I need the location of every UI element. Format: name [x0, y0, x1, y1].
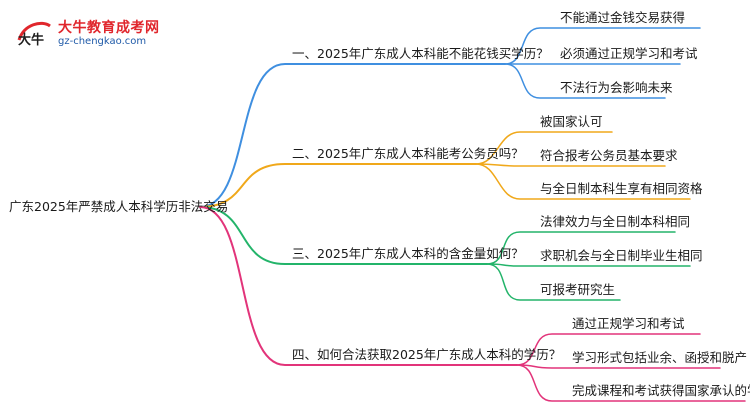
- leaf-4-1-connector: [516, 333, 701, 366]
- branch-3-label: 三、2025年广东成人本科的含金量如何？: [292, 246, 524, 261]
- leaf-2-1-connector: [475, 131, 613, 165]
- logo-url: gz-chengkao.com: [58, 36, 147, 47]
- leaf-3-3-connector: [486, 263, 621, 301]
- leaf-1-1-connector: [504, 27, 701, 65]
- branch-1-connector: [199, 63, 506, 208]
- leaf-2-3: 与全日制本科生享有相同资格: [540, 181, 703, 196]
- leaf-1-1: 不能通过金钱交易获得: [560, 10, 686, 25]
- leaf-4-1: 通过正规学习和考试: [572, 316, 685, 331]
- leaf-4-2-connector: [516, 364, 721, 369]
- leaf-2-2-connector: [475, 163, 666, 167]
- leaf-3-2: 求职机会与全日制毕业生相同: [540, 248, 703, 263]
- leaf-3-1-connector: [486, 231, 676, 265]
- leaf-2-2: 符合报考公务员基本要求: [540, 148, 678, 163]
- leaf-2-1: 被国家认可: [540, 114, 603, 129]
- branch-2-label: 二、2025年广东成人本科能考公务员吗？: [292, 146, 524, 161]
- leaf-4-2: 学习形式包括业余、函授和脱产: [572, 350, 748, 365]
- branch-2-connector: [199, 163, 477, 208]
- branch-3-connector: [199, 206, 488, 265]
- leaf-3-1: 法律效力与全日制本科相同: [540, 214, 691, 229]
- leaf-1-3-connector: [504, 63, 666, 99]
- leaf-2-3-connector: [475, 163, 691, 200]
- branch-1-label: 一、2025年广东成人本科能不能花钱买学历？: [292, 46, 549, 61]
- leaf-3-2-connector: [486, 263, 691, 267]
- leaf-1-2: 必须通过正规学习和考试: [560, 46, 698, 61]
- site-logo[interactable]: 大牛 大牛教育成考网 gz-chengkao.com: [14, 16, 164, 50]
- logo-title: 大牛教育成考网: [58, 20, 160, 36]
- root-topic: 广东2025年严禁成人本科学历非法交易: [9, 199, 229, 214]
- branch-4-label: 四、如何合法获取2025年广东成人本科的学历？: [292, 347, 562, 362]
- leaf-4-3-connector: [516, 364, 746, 402]
- logo-mark-text: 大牛: [18, 32, 44, 48]
- logo-mark-icon: 大牛: [17, 21, 51, 48]
- leaf-4-3: 完成课程和考试获得国家承认的学历: [572, 383, 750, 398]
- leaf-1-3: 不法行为会影响未来: [560, 80, 673, 95]
- leaf-3-3: 可报考研究生: [540, 282, 616, 297]
- branch-4-connector: [199, 206, 518, 366]
